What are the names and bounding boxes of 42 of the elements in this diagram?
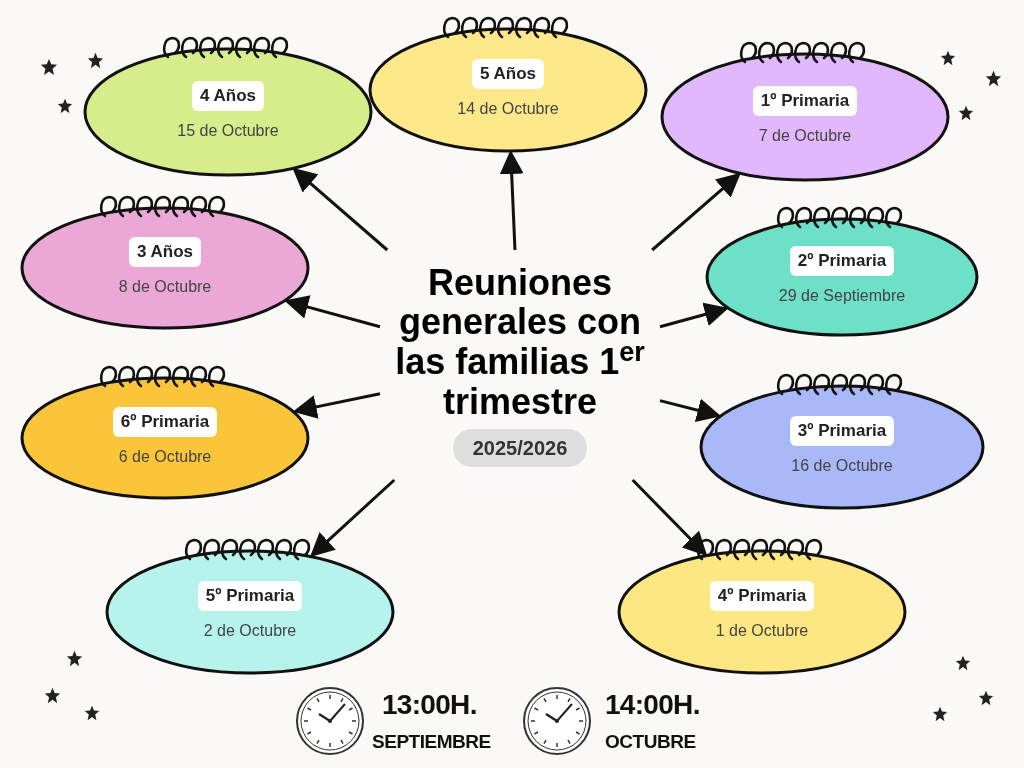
oval-node — [20, 376, 310, 500]
time-text: 13:00H. — [382, 688, 477, 722]
date-text: 6 de Octubre — [118, 446, 212, 467]
arrow — [292, 167, 389, 252]
year-pill: 2025/2026 — [452, 429, 588, 468]
oval-node — [660, 52, 950, 182]
group-label: 4 Años — [191, 81, 264, 111]
oval-node — [83, 47, 373, 177]
group-label: 3 Años — [128, 237, 201, 267]
date-text: 2 de Octubre — [203, 620, 297, 641]
time-text: SEPTIEMBRE — [372, 730, 491, 754]
oval-node — [705, 217, 979, 337]
group-label: 5 Años — [471, 59, 544, 89]
oval-node — [105, 549, 395, 675]
arrow — [651, 172, 741, 252]
arrow — [659, 302, 729, 329]
time-text: OCTUBRE — [605, 730, 696, 754]
group-label: 4º Primaria — [709, 581, 815, 611]
date-text: 29 de Septiembre — [778, 285, 906, 306]
group-label: 5º Primaria — [197, 581, 303, 611]
arrow — [631, 478, 708, 557]
group-label: 6º Primaria — [112, 407, 218, 437]
oval-node — [20, 206, 310, 330]
time-text: 14:00H. — [605, 688, 700, 722]
oval-node — [368, 27, 648, 153]
date-text: 1 de Octubre — [715, 620, 809, 641]
arrow — [292, 392, 381, 419]
arrow — [499, 150, 524, 251]
date-text: 14 de Octubre — [457, 98, 559, 119]
group-label: 2º Primaria — [789, 246, 895, 276]
group-label: 3º Primaria — [789, 416, 895, 446]
group-label: 1º Primaria — [752, 86, 858, 116]
oval-node — [699, 384, 985, 510]
date-text: 16 de Octubre — [791, 455, 893, 476]
date-text: 7 de Octubre — [758, 125, 852, 146]
arrow — [659, 398, 722, 422]
date-text: 15 de Octubre — [177, 120, 279, 141]
title-text: Reuniones generales con las familias 1$^{er}$ trimestre — [394, 262, 646, 422]
oval-node — [617, 549, 907, 675]
date-text: 8 de Octubre — [118, 276, 212, 297]
arrow — [284, 295, 381, 329]
arrow — [310, 478, 396, 558]
